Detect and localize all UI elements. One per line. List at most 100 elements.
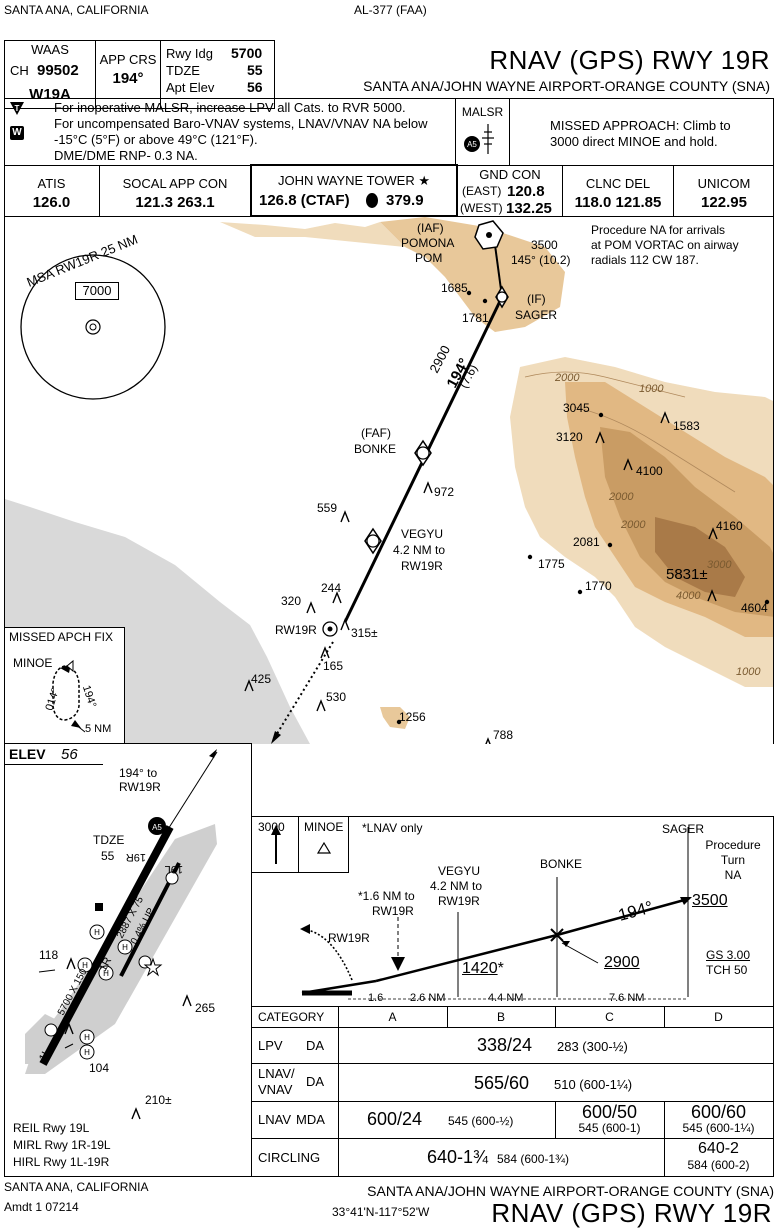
if-label: (IF) bbox=[527, 292, 546, 306]
lnav-label: LNAV bbox=[258, 1112, 291, 1127]
tower-icon bbox=[95, 903, 103, 911]
tower-uhf: 379.9 bbox=[386, 192, 424, 209]
hold-leg: 5 NM bbox=[85, 723, 112, 735]
ad-elev-104: 104 bbox=[89, 1061, 110, 1075]
plan-view-map: 2900 194° (7.6) MSA RW19R 25 NM bbox=[5, 217, 773, 744]
elev-4100: 4100 bbox=[636, 464, 663, 478]
unicom-label: UNICOM bbox=[697, 176, 751, 191]
profile-alt-2900: 2900 bbox=[604, 954, 640, 971]
iaf-alt: 3500 bbox=[531, 238, 558, 252]
proc-na-2: at POM VORTAC on airway bbox=[591, 238, 739, 252]
profile-alt-1420-value: 1420 bbox=[462, 960, 498, 977]
helipad-icons bbox=[77, 924, 133, 1060]
profile-vegyu-note-1: 4.2 NM to bbox=[430, 879, 483, 893]
elev-value: 56 bbox=[61, 746, 78, 763]
spot-elevation-dots bbox=[396, 290, 770, 725]
note-line-3: -15°C (5°F) or above 49°C (121°F). bbox=[54, 132, 258, 147]
profile-dist-2: 2.6 NM bbox=[410, 992, 446, 1004]
lnav-d-main: 600/60 bbox=[690, 1102, 747, 1122]
tower-label-text: JOHN WAYNE TOWER bbox=[277, 173, 415, 188]
elev-788: 788 bbox=[493, 728, 514, 742]
rw19r-label: RW19R bbox=[275, 623, 317, 637]
profile-view: 3000 MINOE *LNAV only SAGER Procedure Tu… bbox=[251, 816, 774, 1007]
bonke-fix-icon bbox=[414, 439, 432, 467]
footer-location: SANTA ANA, CALIFORNIA bbox=[4, 1180, 149, 1194]
terrain-peak bbox=[655, 517, 745, 597]
t-icon: T bbox=[10, 102, 24, 115]
rwy-1l-marking: 1L bbox=[37, 1047, 53, 1063]
lnav-c-main: 600/50 bbox=[581, 1102, 638, 1122]
profile-gs: GS 3.00 bbox=[706, 948, 751, 962]
rwy-19l-marking: 19L bbox=[165, 863, 183, 875]
tdze-value: 55 bbox=[247, 62, 263, 78]
header-location: SANTA ANA, CALIFORNIA bbox=[4, 3, 149, 17]
svg-text:H: H bbox=[82, 961, 88, 970]
descent-path-initial bbox=[556, 897, 689, 937]
contour-1000-a: 1000 bbox=[639, 383, 664, 395]
minimums-table: CATEGORY A B C D LPV DA 338/24 283 (300-… bbox=[251, 1006, 774, 1177]
circling-label: CIRCLING bbox=[258, 1150, 321, 1165]
ad-elev-265: 265 bbox=[195, 1001, 216, 1015]
profile-vdp-note-1: *1.6 NM to bbox=[358, 889, 415, 903]
note-line-2: For uncompensated Baro-VNAV systems, LNA… bbox=[54, 116, 428, 131]
clnc-label: CLNC DEL bbox=[585, 176, 651, 191]
rwy-data-box: Rwy Idg 5700 TDZE 55 Apt Elev 56 bbox=[160, 40, 275, 109]
socal-label: SOCAL APP CON bbox=[122, 176, 228, 191]
gnd-east-label: (EAST) bbox=[462, 184, 502, 198]
missed-fix-name: MINOE bbox=[13, 656, 53, 670]
elev-530: 530 bbox=[326, 690, 347, 704]
profile-vegyu: VEGYU bbox=[438, 864, 481, 878]
profile-graphic: 194° bbox=[271, 825, 692, 1000]
pom-label: POM bbox=[415, 251, 443, 265]
elev-1781: 1781 bbox=[462, 311, 489, 325]
lpv-main: 338/24 bbox=[477, 1035, 533, 1055]
tdze-label: TDZE bbox=[166, 63, 200, 78]
profile-lnav-only: *LNAV only bbox=[362, 821, 423, 835]
obstacle-icons bbox=[244, 411, 718, 744]
lighting-note-2: MIRL Rwy 1R-19L bbox=[13, 1138, 111, 1152]
elev-425: 425 bbox=[251, 672, 272, 686]
w-icon-letter: W bbox=[12, 127, 22, 138]
missed-fix-inset: MISSED APCH FIX MINOE 014° 194° 5 NM bbox=[4, 627, 125, 744]
missed-approach-line-1: MISSED APPROACH: Climb to bbox=[550, 118, 731, 133]
ad-elev-118: 118 bbox=[39, 948, 59, 962]
crs-note-1: 194° to bbox=[119, 766, 158, 780]
malsr-symbol: A5 bbox=[462, 122, 502, 158]
proc-turn-2: Turn bbox=[720, 853, 746, 867]
msa-alt: 7000 bbox=[82, 283, 112, 298]
gnd-west-freq: 132.25 bbox=[506, 200, 552, 217]
elev-1583: 1583 bbox=[673, 419, 700, 433]
rw19r-fix-icon bbox=[322, 621, 338, 637]
contour-2000-c: 2000 bbox=[621, 519, 646, 531]
malsr-label: MALSR bbox=[461, 105, 504, 119]
proc-turn-1: Procedure bbox=[705, 838, 761, 852]
lnav-c-sub: 545 (600-1) bbox=[578, 1121, 641, 1135]
star-icon: ★ bbox=[418, 173, 431, 188]
profile-alt-3500: 3500 bbox=[692, 892, 728, 909]
rwy-1r-marking: 1R bbox=[97, 955, 114, 973]
tower-freq: 126.8 (CTAF) bbox=[259, 192, 350, 209]
runway-1l-19r bbox=[39, 825, 174, 1066]
apt-elev-label: Apt Elev bbox=[166, 80, 215, 95]
elev-1775: 1775 bbox=[538, 557, 565, 571]
elev-4604: 4604 bbox=[741, 601, 768, 615]
ad-tdze-value: 55 bbox=[101, 849, 115, 863]
beacon-icon bbox=[143, 957, 163, 977]
footer-amdt: Amdt 1 07214 bbox=[4, 1200, 79, 1214]
rwy-idg-label: Rwy Idg bbox=[166, 46, 213, 61]
svg-text:H: H bbox=[122, 943, 128, 952]
sager-fix-icon bbox=[495, 285, 509, 309]
vdp-icon bbox=[391, 957, 405, 971]
elev-5831: 5831± bbox=[666, 566, 708, 583]
contour-4000: 4000 bbox=[676, 590, 701, 602]
profile-vdp-note-2: RW19R bbox=[372, 904, 414, 918]
waas-label: WAAS bbox=[31, 42, 69, 57]
lighting-icons bbox=[44, 871, 179, 1037]
svg-text:A5: A5 bbox=[467, 140, 477, 149]
elev-1256: 1256 bbox=[399, 710, 426, 724]
lnav-ab-main: 600/24 bbox=[367, 1109, 423, 1129]
clnc-freq: 118.0 121.85 bbox=[574, 194, 662, 211]
svg-text:H: H bbox=[94, 928, 100, 937]
elev-4160: 4160 bbox=[716, 519, 743, 533]
pomona-label: POMONA bbox=[401, 236, 455, 250]
